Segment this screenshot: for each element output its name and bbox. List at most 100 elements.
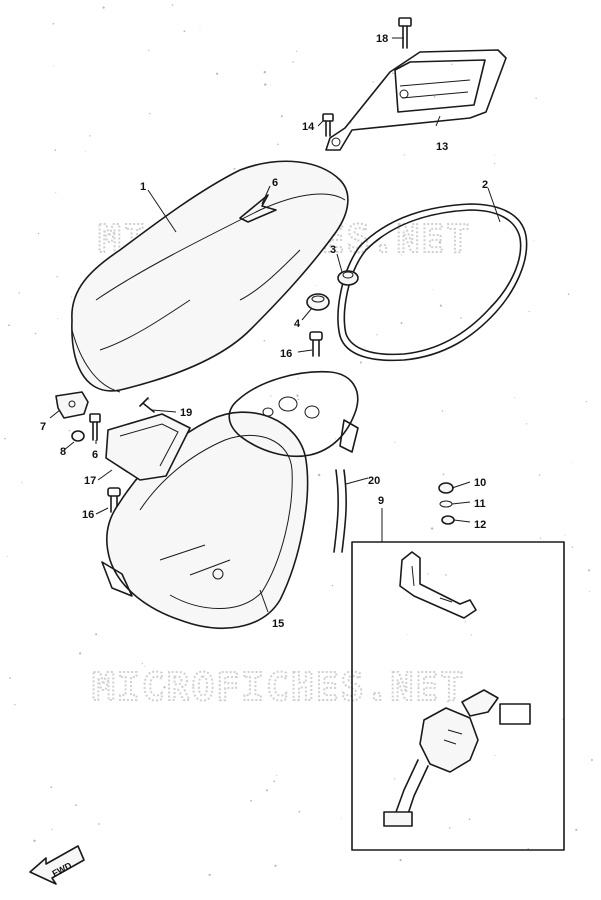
callout-4: 4: [294, 318, 301, 330]
scan-speck: [494, 755, 496, 756]
scan-speck: [399, 859, 402, 862]
scan-speck: [588, 590, 590, 592]
scan-speck: [79, 652, 82, 655]
part-13-hinge-bracket: [325, 49, 507, 151]
scan-speck: [9, 677, 11, 679]
callout-3: 3: [330, 244, 336, 256]
scan-speck: [52, 22, 55, 25]
part-6-emblem: [239, 194, 277, 223]
scan-speck: [451, 63, 453, 65]
scan-speck: [277, 143, 279, 146]
scan-speck: [447, 700, 449, 703]
scan-speck: [280, 115, 283, 118]
scan-speck: [376, 334, 378, 336]
scan-speck: [141, 662, 143, 665]
scan-speck: [95, 633, 98, 636]
leader-lines: [49, 37, 501, 613]
scan-speck: [567, 293, 570, 296]
scan-speck: [263, 339, 266, 342]
scan-speck: [394, 778, 396, 780]
scan-speck: [575, 828, 578, 832]
part-8-nut: [71, 430, 85, 442]
scan-speck: [216, 72, 219, 75]
scan-speck: [588, 569, 591, 572]
scan-speck: [400, 254, 402, 256]
part-6-bolt: [89, 413, 101, 441]
scan-speck: [445, 574, 447, 576]
callout-12: 12: [474, 519, 486, 531]
callout-8: 8: [60, 446, 66, 458]
scan-speck: [590, 759, 593, 761]
scan-speck: [514, 397, 516, 399]
scan-speck: [331, 584, 334, 587]
callout-7: 7: [40, 421, 46, 433]
scan-speck: [51, 828, 53, 831]
scan-speck: [438, 241, 442, 244]
scan-speck: [298, 810, 301, 813]
scan-speck: [273, 780, 276, 783]
scan-speck: [364, 346, 366, 348]
scan-speck: [37, 232, 40, 235]
callout-20: 20: [368, 475, 380, 487]
scan-speck: [233, 167, 236, 170]
scan-speck: [341, 817, 342, 819]
scan-speck: [394, 441, 396, 443]
part-4-damper: [306, 293, 330, 311]
callout-11: 11: [474, 498, 486, 510]
scan-speck: [527, 848, 529, 850]
scan-speck: [270, 395, 272, 397]
scan-speck: [148, 49, 150, 52]
scan-speck: [427, 573, 429, 575]
scan-speck: [53, 65, 55, 67]
callout-18: 18: [376, 33, 388, 45]
watermark-bottom: MICROFICHES.NET: [92, 665, 465, 709]
part-17-cover: [105, 413, 191, 481]
callout-2: 2: [482, 179, 488, 191]
part-16-bolt-upper: [309, 331, 323, 357]
callout-10: 10: [474, 477, 486, 489]
scan-speck: [14, 704, 16, 706]
scan-speck: [4, 437, 6, 440]
callout-6-bolt: 6: [92, 449, 98, 461]
scan-speck: [89, 135, 91, 137]
scan-speck: [460, 317, 462, 319]
scan-speck: [199, 29, 201, 30]
scan-speck: [263, 71, 266, 74]
scan-speck: [400, 322, 403, 324]
part-15-storage-box: [101, 370, 359, 629]
scan-speck: [335, 438, 337, 440]
scan-speck: [528, 311, 530, 313]
scan-speck: [439, 304, 442, 307]
scan-speck: [102, 6, 105, 9]
scan-speck: [470, 634, 472, 636]
part-1-seat: [71, 160, 349, 393]
callout-6-emblem: 6: [272, 177, 278, 189]
scan-speck: [250, 799, 253, 802]
scan-speck: [270, 84, 272, 86]
part-18-bolt: [398, 17, 412, 49]
scan-speck: [296, 394, 299, 397]
part-10-screw: [438, 482, 454, 494]
scan-speck: [449, 827, 451, 829]
callout-16-lower: 16: [82, 509, 94, 521]
scan-speck: [6, 555, 8, 557]
scan-speck: [494, 154, 496, 156]
scan-speck: [264, 83, 267, 86]
scan-speck: [50, 786, 53, 789]
scan-speck: [535, 97, 537, 100]
callout-19: 19: [180, 407, 192, 419]
part-3-damper: [337, 270, 359, 286]
part-7-plate: [55, 391, 89, 419]
scan-speck: [33, 839, 36, 842]
scan-speck: [372, 81, 374, 83]
scan-speck: [418, 686, 419, 688]
part-2-gasket: [337, 203, 528, 362]
scan-speck: [464, 621, 466, 623]
scan-speck: [144, 665, 146, 667]
scan-speck: [570, 462, 572, 464]
scan-speck: [538, 474, 541, 476]
scan-speck: [494, 163, 496, 165]
scan-speck: [75, 804, 77, 806]
scan-speck: [564, 534, 566, 536]
callout-16-upper: 16: [280, 348, 292, 360]
